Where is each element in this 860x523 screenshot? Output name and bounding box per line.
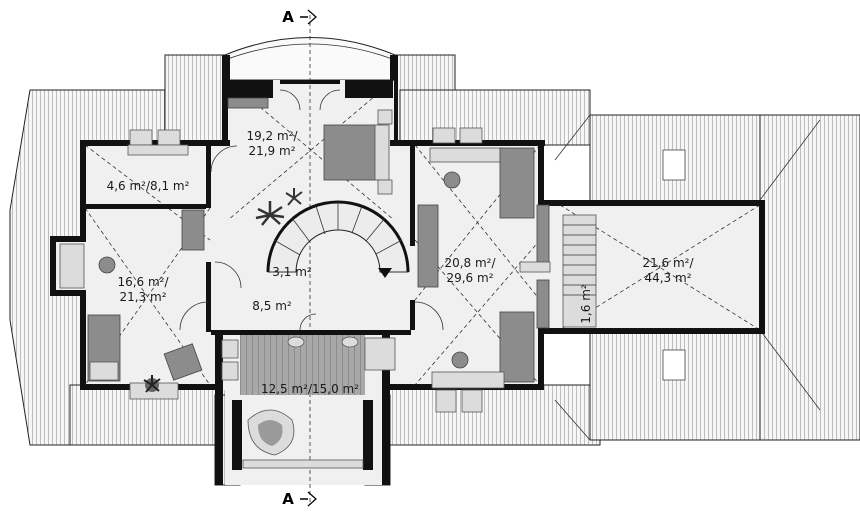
room-area-label-bedroom-left: 16,6 m²/21,3 m² [117, 275, 169, 304]
plants [143, 188, 303, 393]
room-area-line: 1,6 m² [579, 284, 593, 324]
room-area-label-attic: 21,6 m²/44,3 m² [642, 256, 694, 285]
room-area-label-attic-stair: 1,6 m² [579, 284, 593, 324]
door-swings [179, 89, 444, 331]
section-label-bottom: A [282, 490, 294, 508]
room-area-label-bedroom-right: 20,8 m²/29,6 m² [444, 256, 496, 285]
room-area-line: 16,6 m²/ [117, 275, 169, 289]
attic-stair-steps [563, 224, 596, 296]
room-area-label-corridor: 8,5 m² [252, 299, 292, 313]
room-area-line: 12,5 m²/15,0 m² [261, 382, 359, 396]
furniture [59, 97, 597, 469]
room-area-label-bedroom-top: 19,2 m²/21,9 m² [246, 129, 298, 158]
room-labels: 19,2 m²/21,9 m² 4,6 m²/8,1 m² 16,6 m²/21,3… [107, 129, 695, 396]
room-area-label-hall-left: 4,6 m²/8,1 m² [107, 179, 190, 193]
room-area-line: 3,1 m² [272, 265, 312, 279]
spiral-staircase [266, 200, 410, 278]
room-area-line: 44,3 m² [644, 271, 691, 285]
room-area-line: 21,6 m²/ [642, 256, 694, 270]
room-area-label-stairs: 3,1 m² [272, 265, 312, 279]
room-area-line: 8,5 m² [252, 299, 292, 313]
room-area-line: 4,6 m²/8,1 m² [107, 179, 190, 193]
room-area-label-bathroom: 12,5 m²/15,0 m² [261, 382, 359, 396]
room-area-line: 21,9 m² [248, 144, 295, 158]
room-area-line: 29,6 m² [446, 271, 493, 285]
room-area-line: 21,3 m² [119, 290, 166, 304]
roof-areas [9, 54, 860, 486]
room-area-line: 20,8 m²/ [444, 256, 496, 270]
room-area-line: 19,2 m²/ [246, 129, 298, 143]
section-label-top: A [282, 8, 294, 26]
section-marker-bottom: A [282, 490, 317, 508]
section-marker-top: A [282, 8, 317, 26]
